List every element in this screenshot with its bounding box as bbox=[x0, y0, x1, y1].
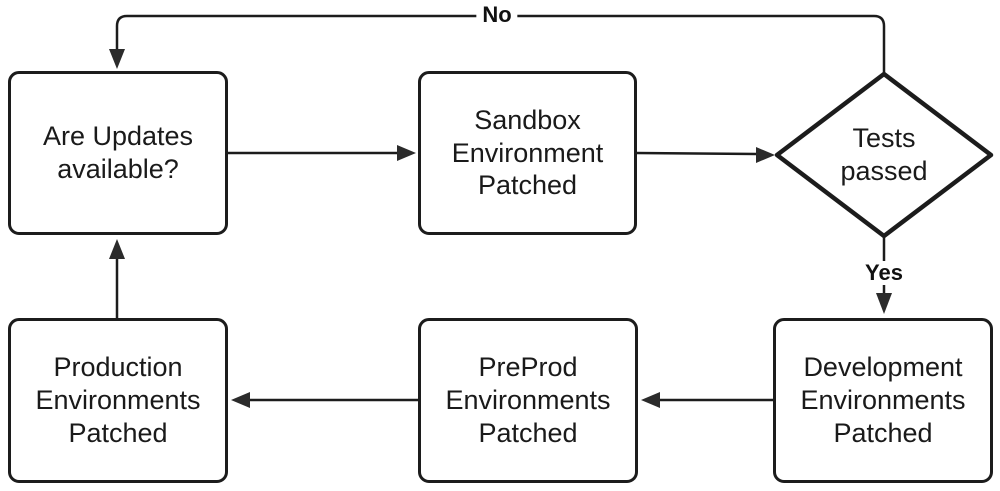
node-sandbox-environment-patched: Sandbox Environment Patched bbox=[418, 71, 637, 235]
arrowhead-down-icon bbox=[876, 293, 892, 314]
node-label: Sandbox Environment Patched bbox=[451, 104, 604, 201]
edge-label-yes: Yes bbox=[859, 261, 909, 285]
arrowhead-down-icon bbox=[109, 49, 125, 69]
edge-updates-to-sandbox bbox=[227, 145, 416, 161]
node-tests-passed-label: Tests passed bbox=[840, 123, 928, 186]
node-label: Development Environments Patched bbox=[800, 352, 966, 448]
arrowhead-up-icon bbox=[109, 239, 125, 259]
edge-sandbox-to-tests bbox=[635, 147, 775, 163]
arrowhead-right-icon bbox=[397, 145, 416, 161]
edge-preprod-to-production bbox=[231, 392, 418, 408]
node-preprod-environments-patched: PreProd Environments Patched bbox=[418, 318, 638, 483]
node-label: Production Environments Patched bbox=[35, 352, 201, 448]
arrowhead-left-icon bbox=[641, 392, 660, 408]
node-label: PreProd Environments Patched bbox=[445, 352, 611, 448]
arrowhead-left-icon bbox=[231, 392, 250, 408]
edge-label-no: No bbox=[476, 3, 518, 27]
node-production-environments-patched: Production Environments Patched bbox=[8, 318, 228, 483]
edge-development-to-preprod bbox=[641, 392, 773, 408]
arrowhead-right-icon bbox=[756, 147, 775, 163]
node-label: Are Updates available? bbox=[42, 121, 194, 184]
node-development-environments-patched: Development Environments Patched bbox=[773, 318, 993, 483]
node-are-updates-available: Are Updates available? bbox=[8, 71, 228, 235]
edge-production-to-updates bbox=[109, 239, 125, 318]
